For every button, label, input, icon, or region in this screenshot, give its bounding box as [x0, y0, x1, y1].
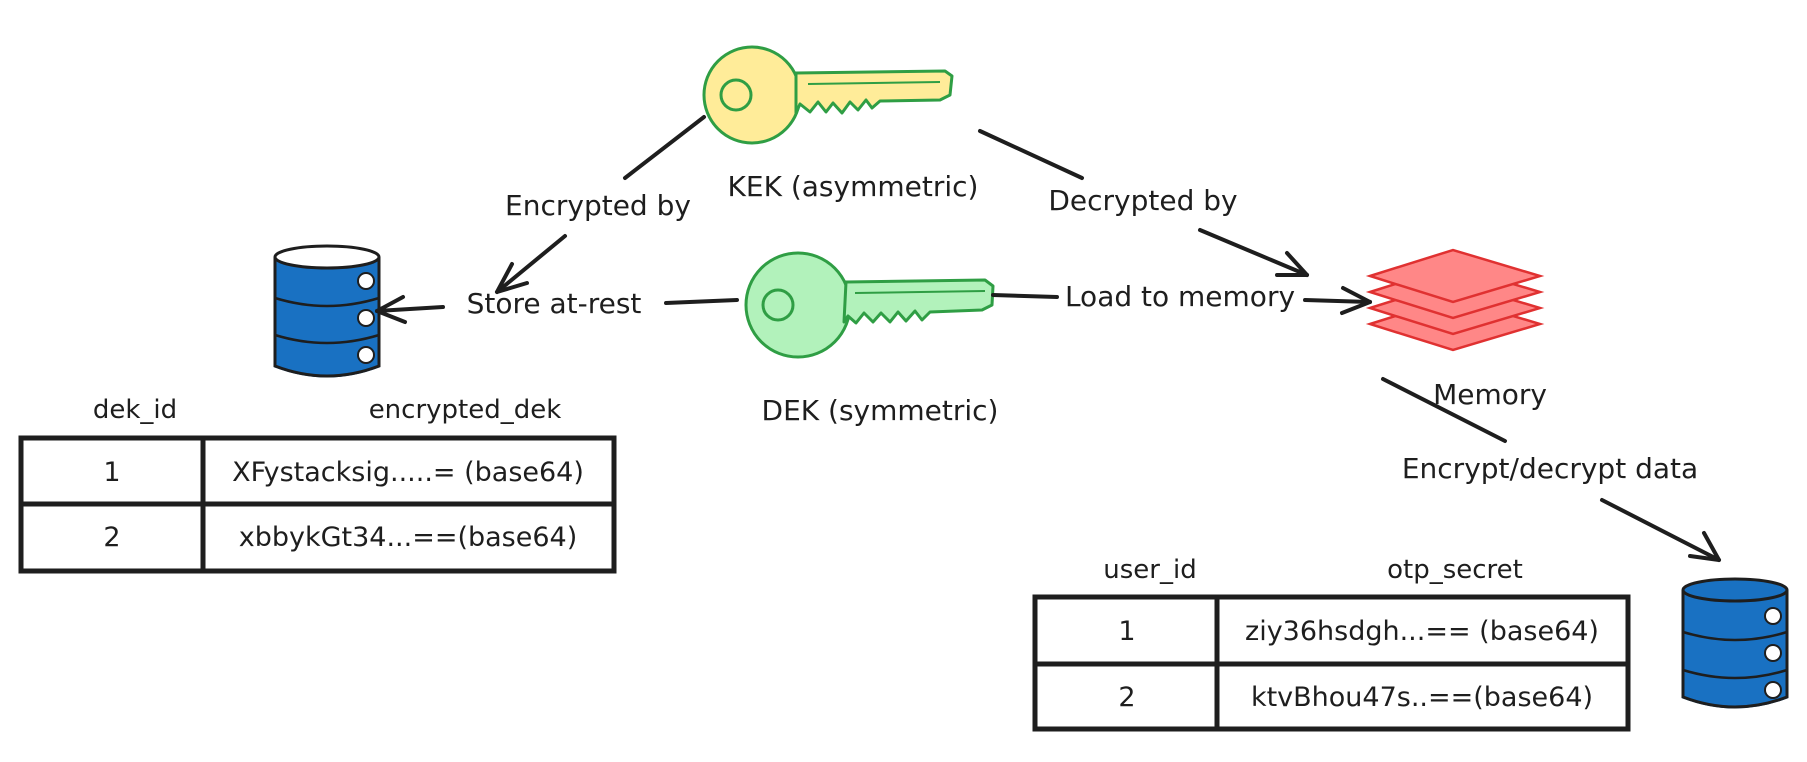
dek-table-header: dek_id: [93, 395, 177, 425]
edge-label-load-to-memory: Load to memory: [1065, 280, 1295, 313]
table-row: 2 ktvBhou47s..==(base64): [1118, 682, 1593, 713]
database-icon: [1681, 577, 1789, 709]
edge-encrypted-by: [495, 115, 706, 294]
dek-label: DEK (symmetric): [762, 394, 999, 427]
edge-label-encrypted-by: Encrypted by: [505, 189, 691, 222]
dek-table: dek_id encrypted_dek 1 XFystacksig.....=…: [18, 395, 617, 574]
edge-load-to-memory: [991, 286, 1372, 315]
kek-label: KEK (asymmetric): [728, 170, 979, 203]
table-cell: ktvBhou47s..==(base64): [1251, 682, 1593, 713]
edge-store-at-rest: [375, 295, 739, 324]
table-row: 1 ziy36hsdgh...== (base64): [1118, 616, 1599, 647]
dek-table-header: encrypted_dek: [369, 395, 562, 425]
table-cell: 2: [1118, 682, 1135, 713]
edge-label-encrypt-decrypt: Encrypt/decrypt data: [1402, 452, 1698, 485]
table-cell: 2: [103, 522, 120, 553]
memory-stack-icon: [1365, 248, 1545, 352]
table-cell: XFystacksig.....= (base64): [232, 457, 584, 488]
kek-key-icon: [702, 45, 954, 145]
edge-label-store-at-rest: Store at-rest: [467, 287, 642, 320]
edge-label-decrypted-by: Decrypted by: [1048, 184, 1237, 217]
database-icon: [273, 244, 381, 378]
table-cell: xbbykGt34...==(base64): [239, 522, 578, 553]
dek-key-icon: [744, 251, 995, 359]
table-cell: 1: [1118, 616, 1135, 647]
table-cell: 1: [103, 457, 120, 488]
edge-encrypt-decrypt: [1381, 377, 1721, 562]
table-row: 2 xbbykGt34...==(base64): [103, 522, 577, 553]
memory-label: Memory: [1433, 378, 1547, 411]
table-cell: ziy36hsdgh...== (base64): [1245, 616, 1599, 647]
otp-table: user_id otp_secret 1 ziy36hsdgh...== (ba…: [1032, 555, 1631, 732]
table-row: 1 XFystacksig.....= (base64): [103, 457, 584, 488]
edge-decrypted-by: [978, 129, 1309, 277]
otp-table-header: user_id: [1103, 555, 1196, 585]
otp-table-header: otp_secret: [1387, 555, 1523, 585]
